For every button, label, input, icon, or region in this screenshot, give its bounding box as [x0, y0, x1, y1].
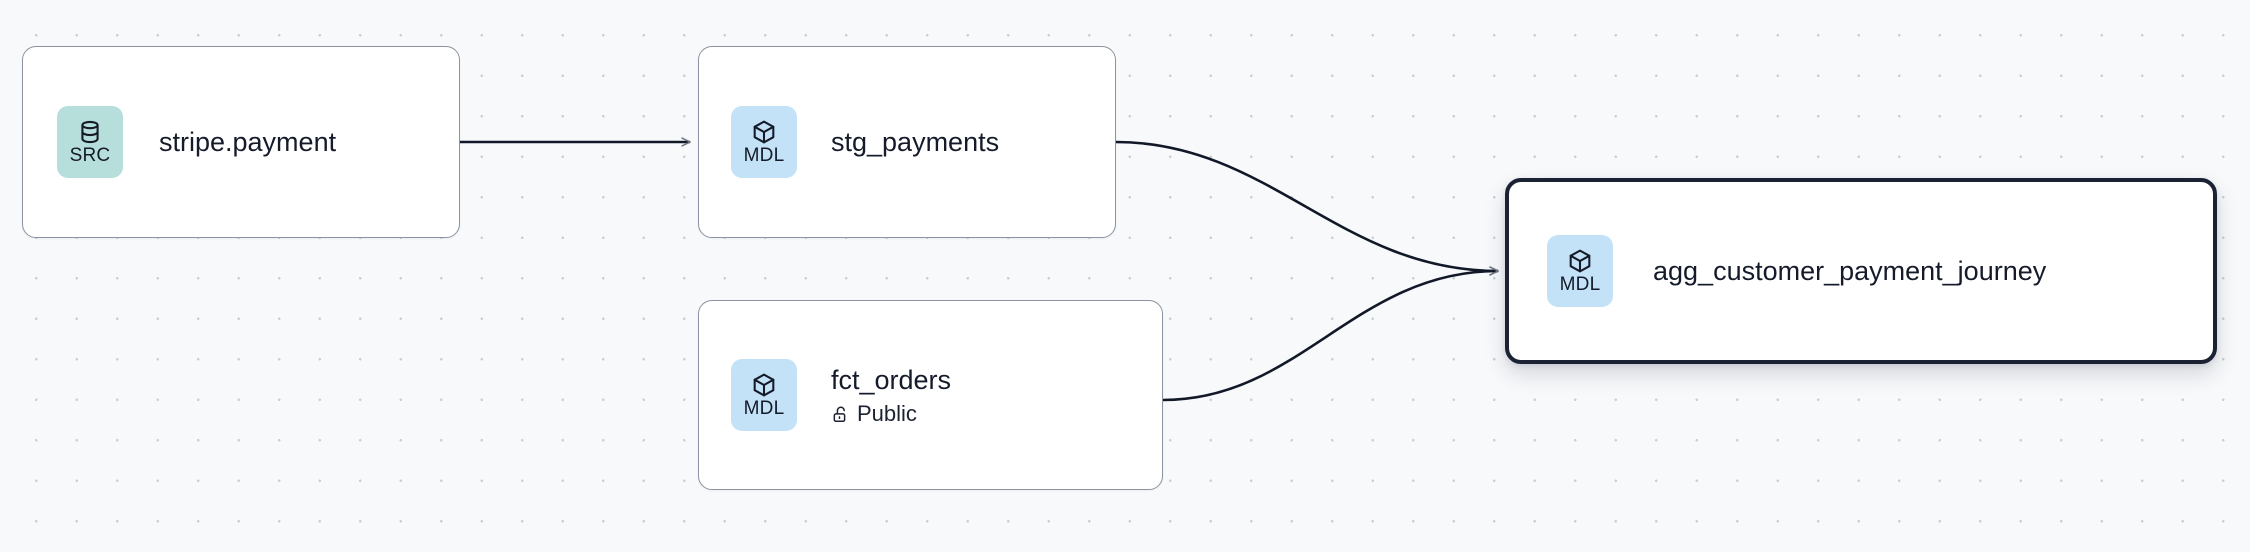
badge-label: MDL [1559, 273, 1601, 295]
cube-icon [1567, 248, 1593, 274]
badge-label: MDL [743, 144, 785, 166]
badge-label: MDL [743, 397, 785, 419]
node-title: fct_orders [831, 365, 952, 395]
node-type-badge-mdl: MDL [1547, 235, 1613, 307]
cube-icon [751, 372, 777, 398]
badge-label: SRC [69, 144, 111, 166]
node-body: fct_orders Public [831, 364, 951, 426]
node-title: stripe.payment [159, 127, 337, 157]
graph-node-stg-payments[interactable]: MDL stg_payments [698, 46, 1116, 238]
node-type-badge-src: SRC [57, 106, 123, 178]
edge-fct-orders-to-agg-journey [1162, 266, 1499, 402]
node-body: stripe.payment [159, 126, 336, 158]
node-title: stg_payments [831, 127, 1000, 157]
graph-node-agg-customer-payment-journey[interactable]: MDL agg_customer_payment_journey [1505, 178, 2217, 364]
node-body: stg_payments [831, 126, 999, 158]
unlock-icon [831, 405, 850, 424]
node-type-badge-mdl: MDL [731, 106, 797, 178]
node-title: agg_customer_payment_journey [1653, 256, 2047, 286]
graph-node-fct-orders[interactable]: MDL fct_orders Public [698, 300, 1163, 490]
node-body: agg_customer_payment_journey [1653, 255, 2046, 287]
database-icon [77, 119, 103, 145]
node-type-badge-mdl: MDL [731, 359, 797, 431]
cube-icon [751, 119, 777, 145]
node-visibility-label: Public [857, 401, 917, 426]
graph-node-stripe-payment[interactable]: SRC stripe.payment [22, 46, 460, 238]
edge-stg-payments-to-agg-journey [1115, 140, 1499, 276]
node-visibility: Public [831, 402, 951, 426]
